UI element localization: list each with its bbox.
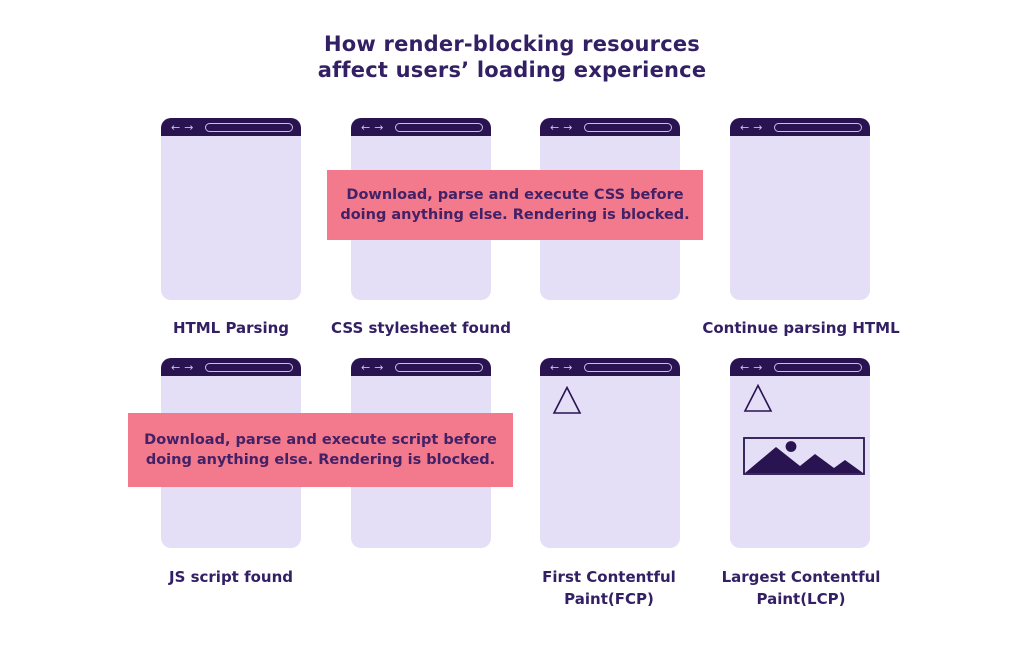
browser-titlebar: ← → xyxy=(730,358,870,376)
triangle-placeholder-icon xyxy=(743,384,773,412)
step-label-js-script-found: JS script found xyxy=(168,568,294,586)
back-arrow-icon: ← xyxy=(740,360,750,374)
step-label-continue-parsing-html: Continue parsing HTML xyxy=(702,319,900,337)
callout-css-render-blocked: Download, parse and execute CSS before d… xyxy=(327,170,703,240)
step-label-css-stylesheet-found: CSS stylesheet found xyxy=(331,319,511,337)
browser-viewport-fcp xyxy=(540,376,680,548)
address-bar xyxy=(774,362,862,372)
callout-line-2: doing anything else. Rendering is blocke… xyxy=(145,452,496,468)
diagram-title: How render-blocking resources affect use… xyxy=(0,31,1024,83)
browser-titlebar: ← → xyxy=(161,358,301,376)
forward-arrow-icon: → xyxy=(753,120,763,134)
forward-arrow-icon: → xyxy=(184,360,194,374)
address-bar xyxy=(205,362,293,372)
title-line-2: affect users’ loading experience xyxy=(317,58,707,82)
address-bar xyxy=(774,122,862,132)
forward-arrow-icon: → xyxy=(563,120,573,134)
callout-line-1: Download, parse and execute CSS before xyxy=(346,187,684,203)
address-bar xyxy=(584,122,672,132)
back-arrow-icon: ← xyxy=(550,360,560,374)
address-bar xyxy=(205,122,293,132)
browser-titlebar: ← → xyxy=(351,358,491,376)
back-arrow-icon: ← xyxy=(740,120,750,134)
back-arrow-icon: ← xyxy=(361,120,371,134)
step-label-fcp: First Contentful Paint(FCP) xyxy=(542,568,676,608)
step-label-html-parsing: HTML Parsing xyxy=(172,319,290,337)
forward-arrow-icon: → xyxy=(184,120,194,134)
browser-titlebar: ← → xyxy=(161,118,301,136)
back-arrow-icon: ← xyxy=(171,360,181,374)
forward-arrow-icon: → xyxy=(753,360,763,374)
browser-titlebar: ← → xyxy=(540,118,680,136)
callout-line-1: Download, parse and execute script befor… xyxy=(144,432,497,448)
back-arrow-icon: ← xyxy=(361,360,371,374)
image-placeholder-icon xyxy=(743,437,865,475)
address-bar xyxy=(395,122,483,132)
forward-arrow-icon: → xyxy=(563,360,573,374)
address-bar xyxy=(395,362,483,372)
browser-titlebar: ← → xyxy=(730,118,870,136)
address-bar xyxy=(584,362,672,372)
triangle-placeholder-icon xyxy=(552,386,582,414)
browser-viewport-blank xyxy=(161,136,301,300)
callout-script-render-blocked: Download, parse and execute script befor… xyxy=(128,413,513,487)
back-arrow-icon: ← xyxy=(550,120,560,134)
browser-window-html-parsing: ← → xyxy=(161,118,301,300)
browser-viewport-blank xyxy=(730,136,870,300)
callout-line-2: doing anything else. Rendering is blocke… xyxy=(340,207,690,223)
browser-titlebar: ← → xyxy=(540,358,680,376)
browser-titlebar: ← → xyxy=(351,118,491,136)
step-label-lcp: Largest Contentful Paint(LCP) xyxy=(721,568,881,608)
browser-window-continue-parsing: ← → xyxy=(730,118,870,300)
browser-window-lcp: ← → xyxy=(730,358,870,548)
title-line-1: How render-blocking resources xyxy=(324,32,700,56)
forward-arrow-icon: → xyxy=(374,120,384,134)
browser-window-fcp: ← → xyxy=(540,358,680,548)
back-arrow-icon: ← xyxy=(171,120,181,134)
browser-viewport-lcp xyxy=(730,376,870,548)
forward-arrow-icon: → xyxy=(374,360,384,374)
